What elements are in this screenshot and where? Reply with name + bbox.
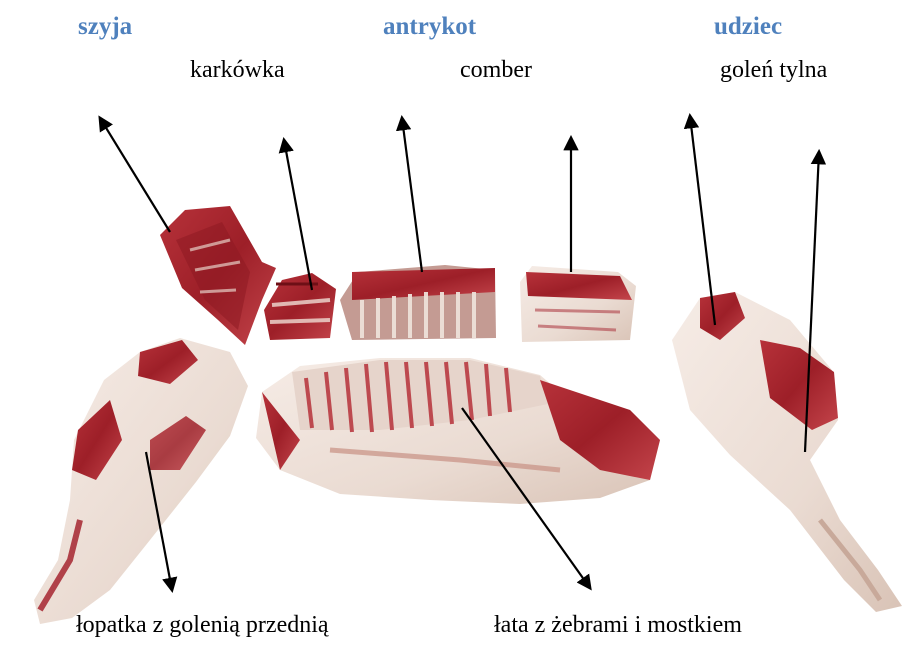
label-szyja: szyja	[78, 14, 132, 39]
arrow-antrykot	[402, 118, 422, 272]
arrow-udziec	[690, 116, 715, 325]
label-comber: comber	[460, 58, 532, 82]
neck-piece	[160, 206, 276, 345]
loin-piece	[340, 265, 496, 340]
arrow-karkowka	[284, 140, 312, 290]
label-udziec: udziec	[714, 14, 782, 39]
rib-roast-piece	[520, 266, 636, 342]
neck-chop-piece	[264, 273, 336, 340]
shoulder-piece	[34, 338, 248, 624]
label-karkowka: karkówka	[190, 58, 285, 82]
label-lata: łata z żebrami i mostkiem	[494, 613, 742, 637]
label-antrykot: antrykot	[383, 14, 476, 39]
label-lopatka: łopatka z golenią przednią	[76, 613, 329, 637]
leg-piece	[672, 292, 902, 612]
label-golen-tylna: goleń tylna	[720, 58, 827, 82]
flank-piece	[256, 358, 660, 504]
arrow-szyja	[100, 118, 170, 232]
